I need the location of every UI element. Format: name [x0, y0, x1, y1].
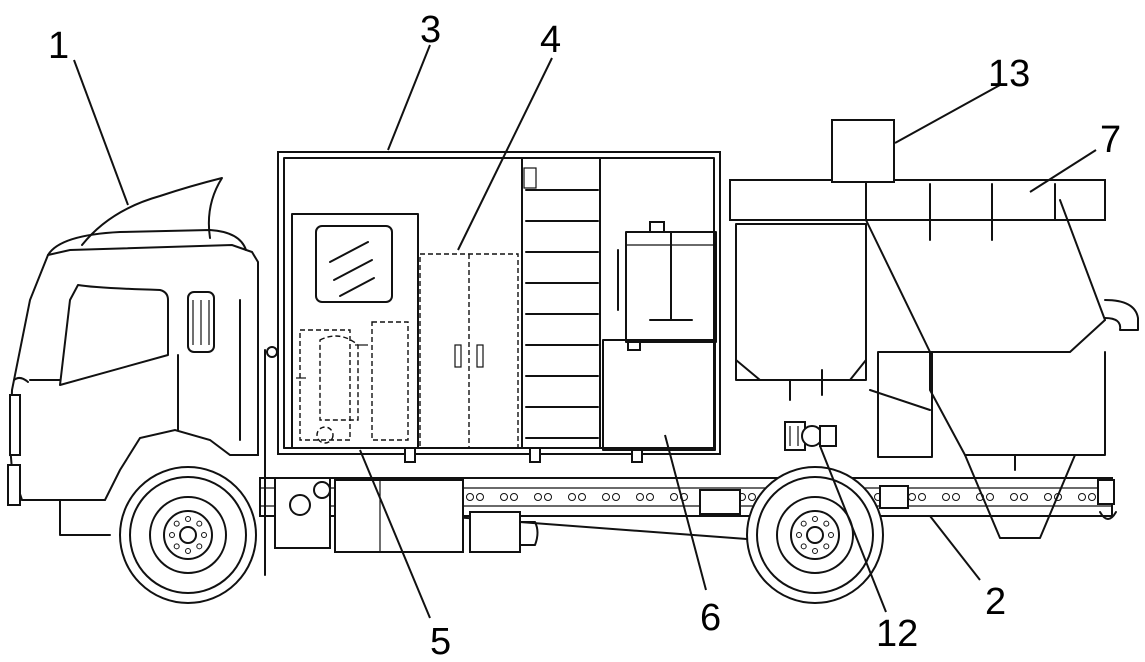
liquid-tank	[617, 221, 717, 343]
front-wheel	[119, 466, 257, 604]
frame-hole	[568, 493, 576, 501]
wheel-lug	[800, 543, 807, 550]
frame-hole	[986, 493, 994, 501]
frame-hole	[578, 493, 586, 501]
pump-12	[784, 421, 837, 451]
frame-hole	[942, 493, 950, 501]
frame-hole	[1078, 493, 1086, 501]
frame-hole	[918, 493, 926, 501]
equipment-box-body	[277, 151, 721, 463]
frame-hole	[1044, 493, 1052, 501]
cab-deflector	[81, 177, 223, 246]
frame-hole	[612, 493, 620, 501]
callout-5: 5	[430, 621, 451, 662]
side-door	[291, 213, 419, 449]
frame-hole	[636, 493, 644, 501]
frame-hole	[602, 493, 610, 501]
frame-hole	[1010, 493, 1018, 501]
callout-labels: 1 3 4 13 7 5 6 12 2	[48, 9, 1121, 662]
callout-2: 2	[985, 581, 1006, 623]
frame-hole	[544, 493, 552, 501]
callout-leaders	[73, 44, 1097, 619]
fuel-tank-and-drivetrain	[274, 477, 909, 553]
callout-3: 3	[420, 9, 441, 51]
top-box-13	[831, 119, 895, 183]
shelving-rack	[523, 167, 599, 439]
frame-hole	[510, 493, 518, 501]
callout-1: 1	[48, 25, 69, 67]
wheel-lug	[796, 532, 802, 538]
callout-6: 6	[700, 597, 721, 639]
storage-cabinet	[419, 253, 519, 449]
wheel-lug	[196, 543, 203, 550]
callout-13: 13	[988, 53, 1030, 95]
wheel-lug	[812, 548, 818, 554]
callout-12: 12	[876, 613, 918, 655]
frame-hole	[1020, 493, 1028, 501]
wheel-lug	[823, 543, 830, 550]
callout-4: 4	[540, 19, 561, 61]
hopper-assembly	[729, 179, 1139, 539]
wheel-lug	[800, 520, 807, 527]
wheel-lug	[196, 520, 203, 527]
wheel-lug	[812, 516, 818, 522]
frame-hole	[646, 493, 654, 501]
frame-hole	[466, 493, 474, 501]
frame-hole	[476, 493, 484, 501]
wheel-lug	[185, 548, 191, 554]
truck-cab	[7, 229, 278, 576]
internal-equipment-unit	[296, 321, 409, 444]
wheel-lug	[201, 532, 207, 538]
rear-wheel	[746, 466, 884, 604]
frame-hole	[500, 493, 508, 501]
wheel-lug	[828, 532, 834, 538]
frame-hole	[670, 493, 678, 501]
wheel-lug	[823, 520, 830, 527]
frame-hole	[952, 493, 960, 501]
frame-hole	[908, 493, 916, 501]
storage-box-6	[602, 339, 716, 451]
frame-hole	[748, 493, 756, 501]
wheel-lug	[169, 532, 175, 538]
wheel-lug	[173, 520, 180, 527]
callout-7: 7	[1100, 119, 1121, 161]
wheel-lug	[173, 543, 180, 550]
frame-hole	[1088, 493, 1096, 501]
frame-hole	[534, 493, 542, 501]
wheel-lug	[185, 516, 191, 522]
